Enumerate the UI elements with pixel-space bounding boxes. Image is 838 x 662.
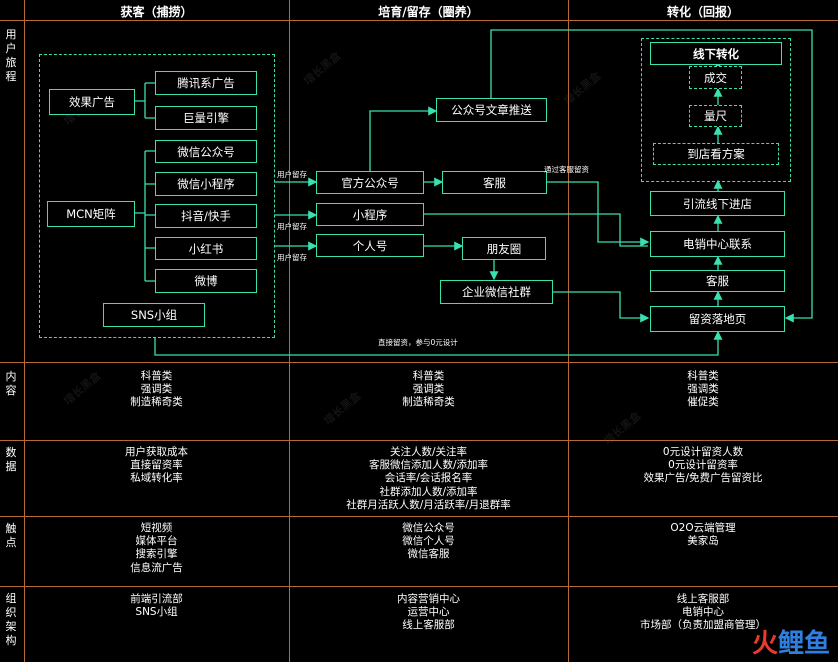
wecom-group-node: 企业微信社群 [440, 280, 553, 304]
personal-account-node: 个人号 [316, 234, 424, 257]
user-retention-label: 用户留存 [277, 222, 307, 231]
offline-conversion-group [641, 38, 791, 182]
acquisition-channel-group [39, 54, 275, 338]
content-nurture: 科普类强调类制造稀奇类 [402, 370, 455, 409]
user-retention-label: 用户留存 [277, 170, 307, 179]
grid-line [0, 516, 838, 517]
mini-program-node: 小程序 [316, 203, 424, 226]
data-nurture: 关注人数/关注率客服微信添加人数/添加率会话率/会话报名率社群添加人数/添加率社… [346, 446, 511, 511]
content-acquisition: 科普类强调类制造稀奇类 [130, 370, 183, 409]
grid-line [24, 0, 25, 662]
service-node: 客服 [442, 171, 547, 194]
tencent-ads-node: 腾讯系广告 [155, 71, 257, 95]
grid-line [289, 0, 290, 662]
official-oa-node: 官方公众号 [316, 171, 424, 194]
wechat-oa-node: 微信公众号 [155, 140, 257, 163]
grid-line [0, 362, 838, 363]
touch-nurture: 微信公众号微信个人号微信客服 [402, 522, 455, 561]
liyu-logo: 火鲤鱼 [751, 629, 830, 659]
column-header-acquisition: 获客（捕捞） [120, 5, 193, 19]
douyin-node: 抖音/快手 [155, 204, 257, 228]
column-header-nurture: 培育/留存（圈养） [378, 5, 479, 19]
org-nurture: 内容营销中心运营中心线上客服部 [397, 593, 460, 632]
store-plan-node: 到店看方案 [653, 143, 779, 165]
content-conversion: 科普类强调类催促类 [687, 370, 719, 409]
moments-node: 朋友圈 [462, 237, 546, 260]
grid-line [0, 586, 838, 587]
deal-node: 成交 [689, 66, 742, 89]
ocean-engine-node: 巨量引擎 [155, 106, 257, 130]
measure-node: 量尺 [689, 105, 742, 127]
row-label-journey: 用户旅程 [5, 28, 17, 83]
data-acquisition: 用户获取成本直接留资率私域转化率 [125, 446, 188, 485]
grid-line [568, 0, 569, 662]
landing-page-node: 留资落地页 [650, 306, 785, 332]
direct-lead-label: 直接留资，参与0元设计 [378, 338, 458, 347]
call-center-node: 电销中心联系 [650, 231, 785, 257]
row-label-content: 内容 [5, 370, 17, 397]
drain-to-store-node: 引流线下进店 [650, 191, 785, 216]
weibo-node: 微博 [155, 269, 257, 293]
offline-conversion-node: 线下转化 [650, 42, 782, 65]
user-retention-label: 用户留存 [277, 253, 307, 262]
via-service-label: 通过客服留资 [544, 165, 589, 174]
grid-line [0, 440, 838, 441]
row-label-touchpoint: 触点 [5, 522, 17, 549]
mcn-matrix-node: MCN矩阵 [47, 201, 135, 227]
grid-line [0, 20, 838, 21]
xiaohongshu-node: 小红书 [155, 237, 257, 260]
org-conversion: 线上客服部电销中心市场部（负责加盟商管理） [640, 593, 766, 632]
effect-ads-node: 效果广告 [49, 89, 135, 115]
row-label-organization: 组织架构 [5, 592, 17, 647]
touch-conversion: O2O云端管理美家岛 [670, 522, 736, 548]
row-label-data: 数据 [5, 446, 17, 473]
column-header-conversion: 转化（回报） [666, 5, 739, 19]
wechat-mp-node: 微信小程序 [155, 172, 257, 196]
service-node: 客服 [650, 270, 785, 292]
touch-acquisition: 短视频媒体平台搜索引擎信息流广告 [130, 522, 183, 574]
sns-group-node: SNS小组 [103, 303, 205, 327]
article-push-node: 公众号文章推送 [436, 98, 547, 122]
